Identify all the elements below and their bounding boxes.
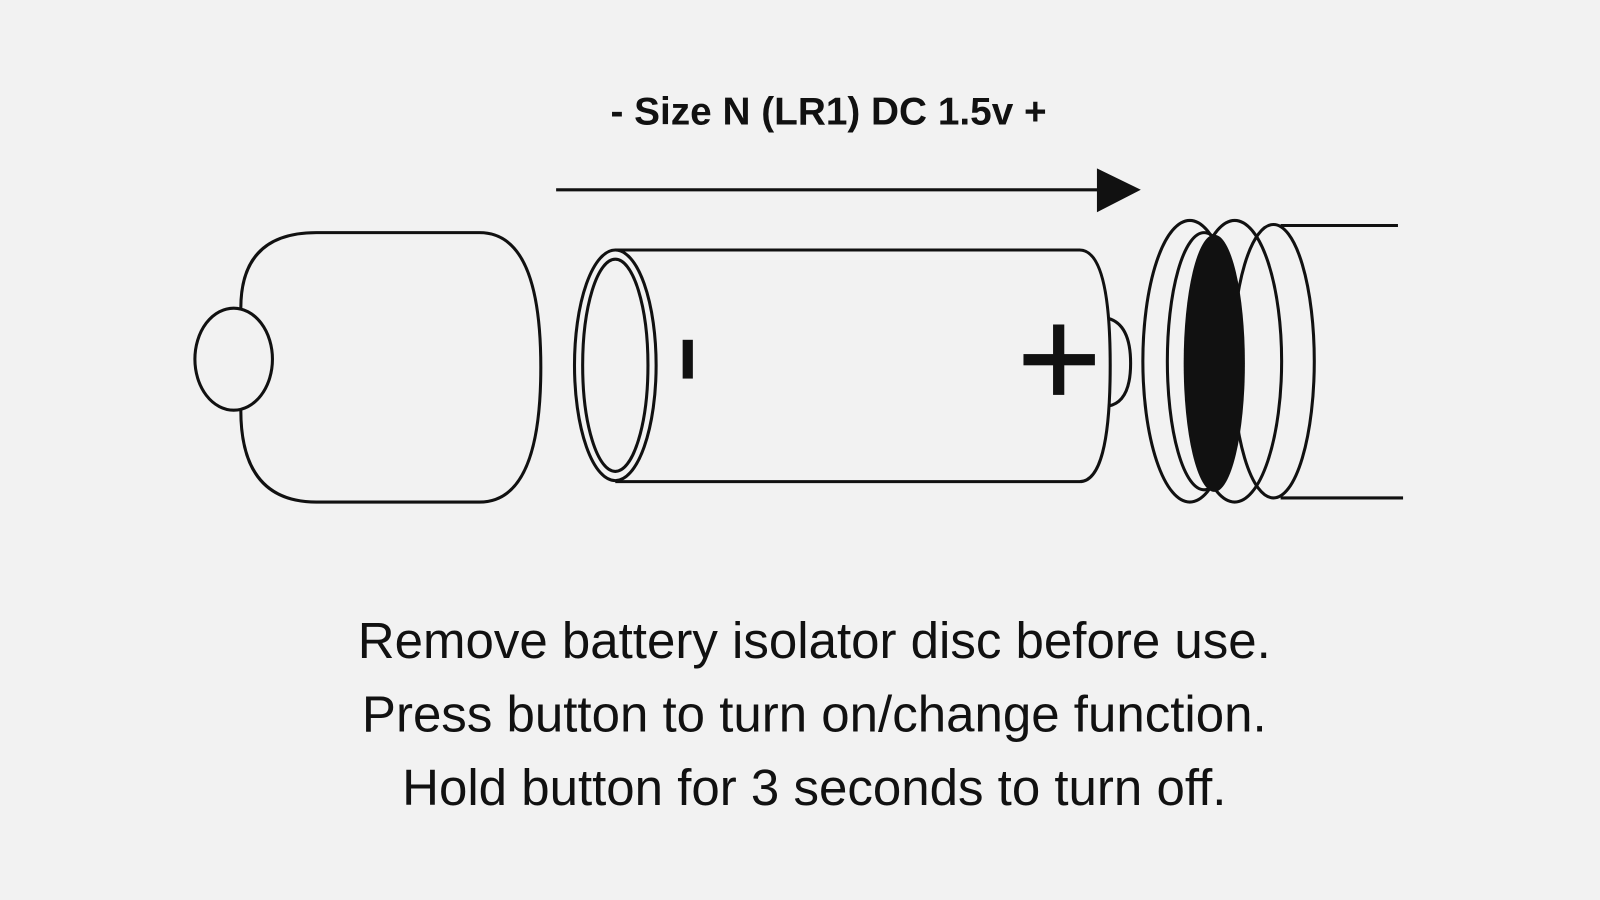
device-body-opening [1141,218,1404,504]
instruction-line: Hold button for 3 seconds to turn off. [402,759,1226,816]
n-cell-battery [572,248,1133,484]
plus-sign-icon [1023,324,1095,395]
instruction-line: Remove battery isolator disc before use. [358,612,1271,669]
battery-size-heading: - Size N (LR1) DC 1.5v + [610,90,1046,133]
instructions: Remove battery isolator disc before use.… [358,612,1271,816]
battery-compartment-hole [1183,234,1245,492]
negative-terminal [572,248,658,483]
cap-button-nub [193,306,274,412]
instruction-line: Press button to turn on/change function. [362,686,1267,743]
insertion-arrow [556,168,1141,213]
end-cap [193,231,543,504]
minus-sign-icon [682,339,693,379]
